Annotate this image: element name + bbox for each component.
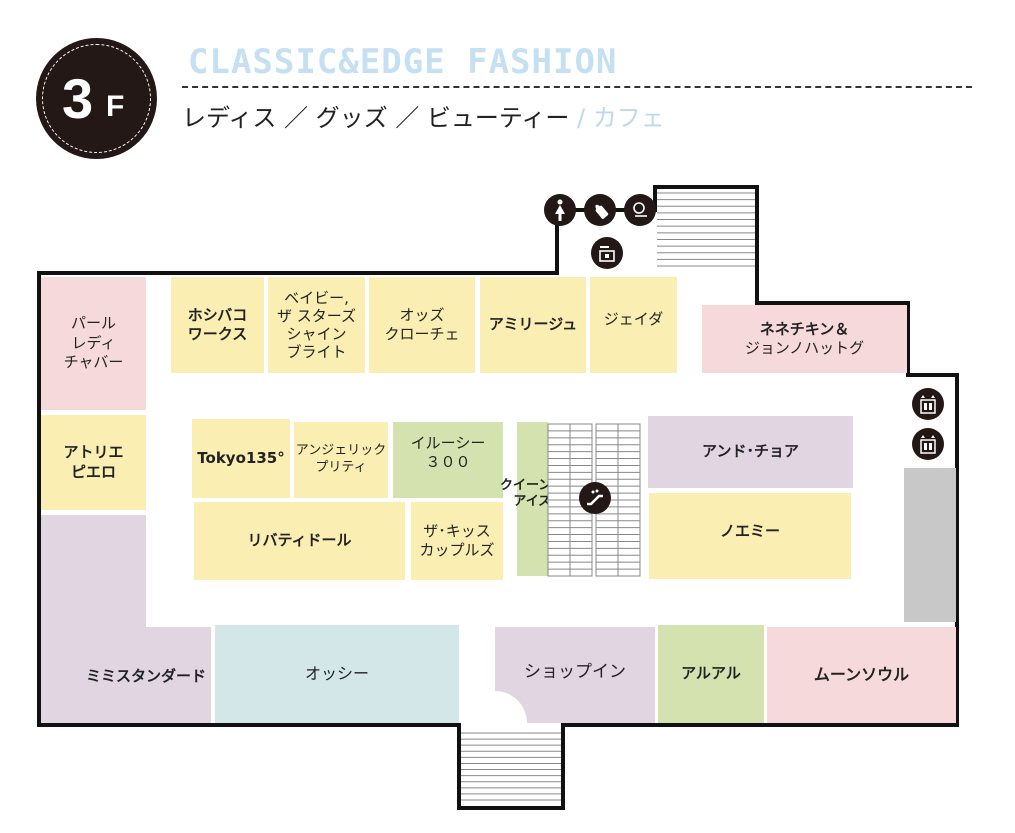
floor-badge: 3 F [36,38,157,159]
store-label: ホシバコ ワークス [187,305,248,344]
store-label: アトリエ ピエロ [63,443,124,481]
baby-bottle-icon[interactable] [584,194,616,226]
categories-text: レディス ／ グッズ ／ ビューティー [182,104,570,132]
store-label: リバティドール [247,531,352,550]
store-odds-croce[interactable]: オッズ クローチェ [369,277,475,373]
locker-icon[interactable] [591,237,623,269]
store-label: イルーシー ３００ [410,433,486,472]
store-baby-the-stars[interactable]: ベイビー, ザ スターズ シャイン ブライト [268,277,365,373]
store-tokyo135[interactable]: Tokyo135° [192,419,290,498]
store-label: ムーンソウル [813,664,910,684]
powder-room-icon[interactable] [624,194,656,226]
store-atelier-pierrot[interactable]: アトリエ ピエロ [41,415,146,510]
store-angelic-pretty[interactable]: アンジェリック プリティ [294,422,388,498]
store-label: ベイビー, ザ スターズ シャイン ブライト [276,289,357,361]
store-label: アンジェリック プリティ [295,443,387,475]
store-label: ネネチキン＆ [759,319,850,338]
store-label: ミミスタンダード [85,667,206,686]
store-and-chor[interactable]: アンド･チョア [648,416,853,488]
store-noemie[interactable]: ノエミー [649,493,851,579]
floor-unit: F [106,90,125,123]
store-label: ジェイダ [603,310,664,329]
floor-title: CLASSIC&EDGE FASHION [188,42,618,82]
elevator-icon[interactable] [912,388,944,420]
store-aruaru[interactable]: アルアル [658,625,764,723]
store-mimi-standard[interactable]: ミミスタンダード [41,627,211,723]
floor-number: 3 [62,67,94,130]
store-label: ザ･キッス カップルズ [419,521,495,560]
store-the-kiss-couples[interactable]: ザ･キッス カップルズ [411,502,503,580]
floor-categories: レディス ／ グッズ ／ ビューティー / カフェ [182,98,665,133]
store-pearl-lady[interactable]: パール レディ チャバー [41,277,146,410]
store-label: アルアル [681,664,741,683]
escalator-icon [579,482,611,514]
store-label-2: ジョンノハットグ [744,339,865,357]
store-jeida[interactable]: ジェイダ [590,277,677,373]
store-label: Tokyo135° [197,448,285,467]
store-label: ショップイン [524,661,626,682]
queen-eyes-label: クイーン アイズ [500,478,552,510]
store-mimi-part[interactable] [41,515,146,630]
door-swing [495,691,527,723]
cafe-text: / カフェ [577,104,665,132]
store-shop-in[interactable]: ショップイン [495,627,655,723]
store-label: オッシー [304,663,369,683]
store-ossy[interactable]: オッシー [215,625,459,723]
store-nene-chicken[interactable]: ネネチキン＆ジョンノハットグ [702,305,907,373]
store-hoshibako-works[interactable]: ホシバコ ワークス [171,277,264,373]
store-amiliege[interactable]: アミリージュ [480,277,586,373]
store-label: オッズ クローチェ [384,305,460,344]
store-illusie300[interactable]: イルーシー ３００ [393,422,503,498]
store-liberty-doll[interactable]: リバティドール [194,502,405,580]
store-label: アンド･チョア [702,442,799,461]
store-label: ノエミー [719,522,780,541]
elevator-icon[interactable] [912,428,944,460]
divider [182,86,972,88]
restroom-icon[interactable] [544,194,576,226]
store-label: アミリージュ [488,315,578,334]
store-queen-eyes[interactable] [517,422,548,576]
service-area [904,468,956,622]
store-moon-soul[interactable]: ムーンソウル [767,627,956,723]
store-label: パール レディ チャバー [63,314,124,372]
